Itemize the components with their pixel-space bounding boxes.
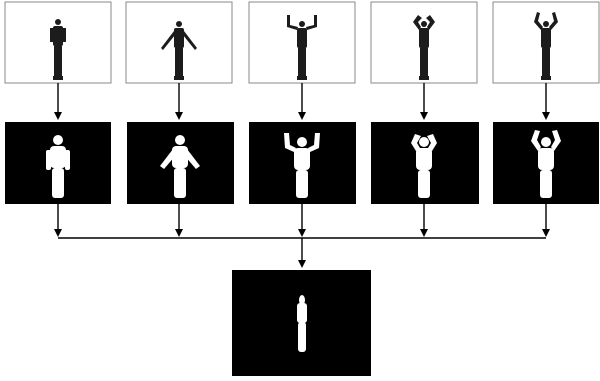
photo-frame-arms-raised bbox=[248, 1, 356, 84]
person-arms-down-icon bbox=[50, 19, 66, 80]
mask-frame-arms-out bbox=[127, 122, 234, 204]
arrow-down-icon bbox=[175, 83, 183, 120]
silhouette-arms-raised-icon bbox=[284, 133, 320, 198]
photo-frame-arms-overhead bbox=[492, 1, 600, 84]
combined-silhouette-icon bbox=[297, 295, 307, 352]
photo-row bbox=[4, 1, 600, 84]
arrow-down-icon bbox=[542, 204, 550, 237]
arrow-down-icon bbox=[298, 204, 306, 237]
arrow-down-icon bbox=[298, 83, 306, 120]
arrow-down-icon bbox=[420, 83, 428, 120]
person-hands-on-head-icon bbox=[413, 15, 435, 80]
mask-frame-hands-on-head bbox=[371, 122, 479, 204]
photo-frame-arms-down bbox=[4, 1, 112, 84]
mask-frame-arms-overhead bbox=[493, 122, 599, 204]
mask-to-merge-arrows bbox=[54, 204, 550, 237]
photo-frame-arms-out bbox=[125, 1, 233, 84]
arrow-down-icon bbox=[54, 204, 62, 237]
arrow-down-icon bbox=[298, 260, 306, 268]
arrow-down-icon bbox=[542, 83, 550, 120]
arrow-down-icon bbox=[420, 204, 428, 237]
person-arms-overhead-icon bbox=[534, 12, 558, 80]
mask-row bbox=[5, 122, 599, 204]
silhouette-arms-out-icon bbox=[160, 135, 200, 198]
person-arms-out-icon bbox=[161, 21, 197, 80]
mask-frame-arms-raised bbox=[249, 122, 356, 204]
mask-frame-arms-down bbox=[5, 122, 111, 204]
silhouette-arms-down-icon bbox=[46, 135, 70, 198]
person-arms-raised-icon bbox=[287, 15, 317, 80]
photo-to-mask-arrows bbox=[54, 83, 550, 120]
combined-output-frame bbox=[232, 270, 371, 376]
arrow-down-icon bbox=[54, 83, 62, 120]
silhouette-arms-overhead-icon bbox=[531, 130, 561, 198]
silhouette-hands-on-head-icon bbox=[411, 134, 437, 198]
merge-connector bbox=[58, 237, 546, 268]
photo-frame-hands-on-head bbox=[370, 1, 478, 84]
arrow-down-icon bbox=[175, 204, 183, 237]
